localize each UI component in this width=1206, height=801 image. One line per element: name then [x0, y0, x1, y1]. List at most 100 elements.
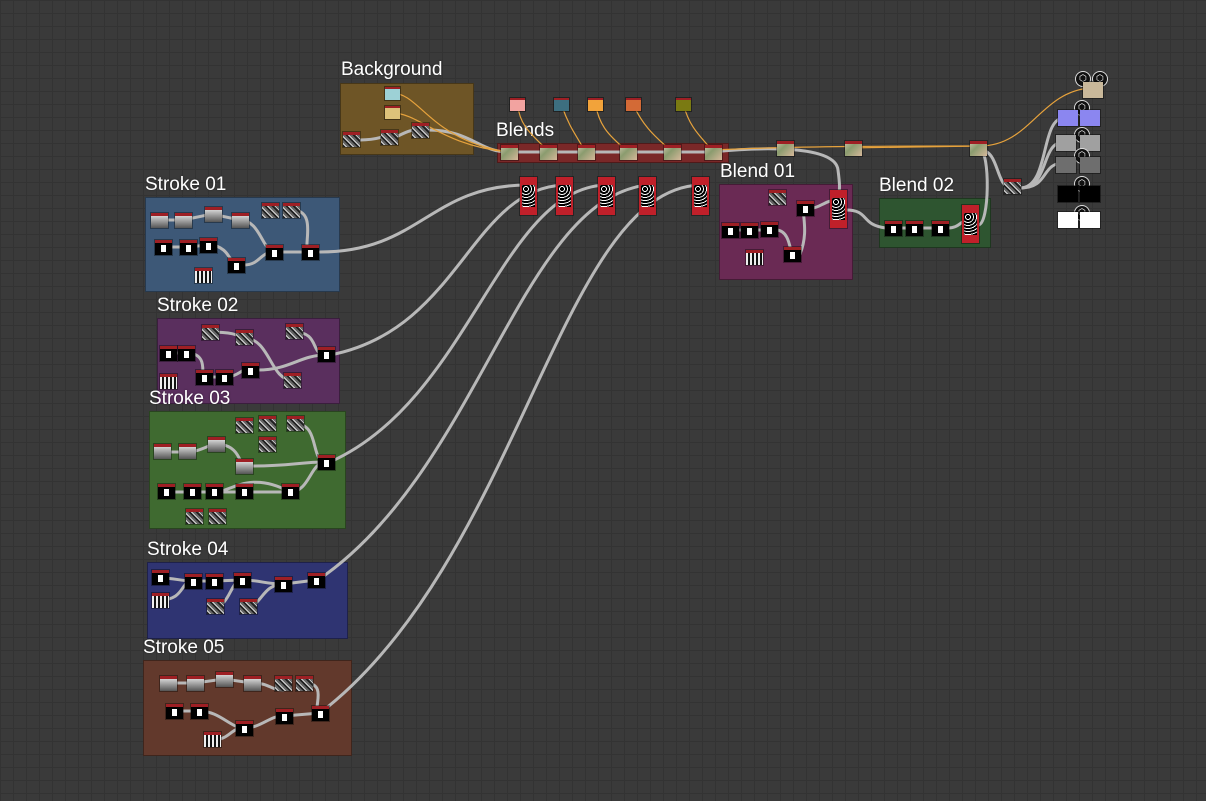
node-s4-stripe[interactable]: [152, 593, 169, 608]
output-node-normal[interactable]: [1058, 110, 1078, 126]
node-s1-black-1[interactable]: [155, 240, 172, 255]
node-s3-black-3[interactable]: [206, 484, 223, 499]
node-s5-black-3[interactable]: [236, 721, 253, 736]
node-blend-6[interactable]: [705, 145, 722, 160]
node-bg-noise-2[interactable]: [381, 130, 398, 145]
node-mask-1[interactable]: [520, 177, 537, 215]
output-node-metallic-2[interactable]: [1080, 186, 1100, 202]
output-node-height[interactable]: [1056, 135, 1076, 151]
node-s5-black-2[interactable]: [191, 704, 208, 719]
node-blend-4[interactable]: [620, 145, 637, 160]
node-s2-black-3[interactable]: [196, 370, 213, 385]
color-swatch-pink[interactable]: [510, 98, 525, 111]
node-blend-3[interactable]: [578, 145, 595, 160]
node-s4-noise-2[interactable]: [240, 599, 257, 614]
node-s3-noise-2[interactable]: [259, 416, 276, 431]
node-b1-black-4[interactable]: [797, 201, 814, 216]
node-s2-noise-4[interactable]: [284, 373, 301, 388]
node-s3-noise-6[interactable]: [209, 509, 226, 524]
node-mask-4[interactable]: [639, 177, 656, 215]
node-b1-noise-1[interactable]: [769, 190, 786, 205]
color-swatch-teal[interactable]: [554, 98, 569, 111]
node-s3-black-1[interactable]: [158, 484, 175, 499]
node-s3-black-5[interactable]: [282, 484, 299, 499]
node-s3-noise-5[interactable]: [186, 509, 203, 524]
node-s5-noise-1[interactable]: [275, 676, 292, 691]
node-s2-noise-1[interactable]: [202, 325, 219, 340]
output-node-basecolor[interactable]: [1083, 82, 1103, 98]
node-b1-stripe[interactable]: [746, 250, 763, 265]
output-node-ao[interactable]: [1058, 212, 1078, 228]
node-s2-noise-2[interactable]: [236, 330, 253, 345]
node-s3-grad-2[interactable]: [179, 444, 196, 459]
frame-background[interactable]: [340, 83, 474, 155]
output-node-roughness[interactable]: [1056, 157, 1076, 173]
node-s1-black-4[interactable]: [228, 258, 245, 273]
node-b2-black-1[interactable]: [885, 221, 902, 236]
color-swatch-tan[interactable]: [385, 106, 400, 119]
node-s5-grad-1[interactable]: [160, 676, 177, 691]
color-swatch-rust[interactable]: [626, 98, 641, 111]
node-s4-black-2[interactable]: [185, 574, 202, 589]
node-s1-black-3[interactable]: [200, 238, 217, 253]
node-s2-black-4[interactable]: [216, 370, 233, 385]
node-s4-black-1[interactable]: [152, 570, 169, 585]
color-swatch-olive[interactable]: [676, 98, 691, 111]
node-s4-noise-1[interactable]: [207, 599, 224, 614]
node-s3-out[interactable]: [318, 455, 335, 470]
node-s5-grad-2[interactable]: [187, 676, 204, 691]
node-bg-noise-3[interactable]: [412, 123, 429, 138]
node-s5-stripe[interactable]: [204, 732, 221, 747]
node-s5-black-4[interactable]: [276, 709, 293, 724]
node-chain-3[interactable]: [970, 141, 987, 156]
node-s3-black-2[interactable]: [184, 484, 201, 499]
node-b1-black-3[interactable]: [761, 222, 778, 237]
node-blend-5[interactable]: [664, 145, 681, 160]
node-s1-grad-1[interactable]: [151, 213, 168, 228]
node-s5-grad-3[interactable]: [216, 672, 233, 687]
node-s3-noise-4[interactable]: [287, 416, 304, 431]
node-b2-mask[interactable]: [962, 205, 979, 243]
output-node-ao-2[interactable]: [1080, 212, 1100, 228]
node-s5-grad-4[interactable]: [244, 676, 261, 691]
node-s2-stripe[interactable]: [160, 374, 177, 389]
node-b2-black-3[interactable]: [932, 221, 949, 236]
node-s1-black-2[interactable]: [180, 240, 197, 255]
output-node-roughness-2[interactable]: [1080, 157, 1100, 173]
node-s3-black-4[interactable]: [236, 484, 253, 499]
node-b2-black-2[interactable]: [906, 221, 923, 236]
frame-blends[interactable]: [497, 143, 729, 163]
node-s1-noise-2[interactable]: [283, 203, 300, 218]
node-s2-black-2[interactable]: [178, 346, 195, 361]
node-blend-1[interactable]: [501, 145, 518, 160]
node-s3-grad-1[interactable]: [154, 444, 171, 459]
node-mask-2[interactable]: [556, 177, 573, 215]
node-s1-black-5[interactable]: [266, 245, 283, 260]
node-chain-1[interactable]: [777, 141, 794, 156]
node-s3-noise-1[interactable]: [236, 418, 253, 433]
node-blend-2[interactable]: [540, 145, 557, 160]
node-s3-grad-3[interactable]: [208, 437, 225, 452]
node-mask-3[interactable]: [598, 177, 615, 215]
node-s5-black-1[interactable]: [166, 704, 183, 719]
node-chain-2[interactable]: [845, 141, 862, 156]
node-s1-stripe[interactable]: [195, 268, 212, 283]
node-b1-mask[interactable]: [830, 190, 847, 228]
node-s4-black-5[interactable]: [275, 577, 292, 592]
node-s4-black-4[interactable]: [234, 573, 251, 588]
node-s1-grad-2[interactable]: [175, 213, 192, 228]
node-mask-5[interactable]: [692, 177, 709, 215]
node-s4-out[interactable]: [308, 573, 325, 588]
node-s5-noise-2[interactable]: [296, 676, 313, 691]
node-b1-black-2[interactable]: [741, 223, 758, 238]
node-s2-out[interactable]: [318, 347, 335, 362]
node-s2-black-5[interactable]: [242, 363, 259, 378]
node-s2-noise-3[interactable]: [286, 324, 303, 339]
node-s1-grad-4[interactable]: [232, 213, 249, 228]
node-s1-grad-3[interactable]: [205, 207, 222, 222]
node-b1-black-1[interactable]: [722, 223, 739, 238]
output-node-metallic[interactable]: [1058, 186, 1078, 202]
output-node-normal-2[interactable]: [1080, 110, 1100, 126]
node-s1-out[interactable]: [302, 245, 319, 260]
